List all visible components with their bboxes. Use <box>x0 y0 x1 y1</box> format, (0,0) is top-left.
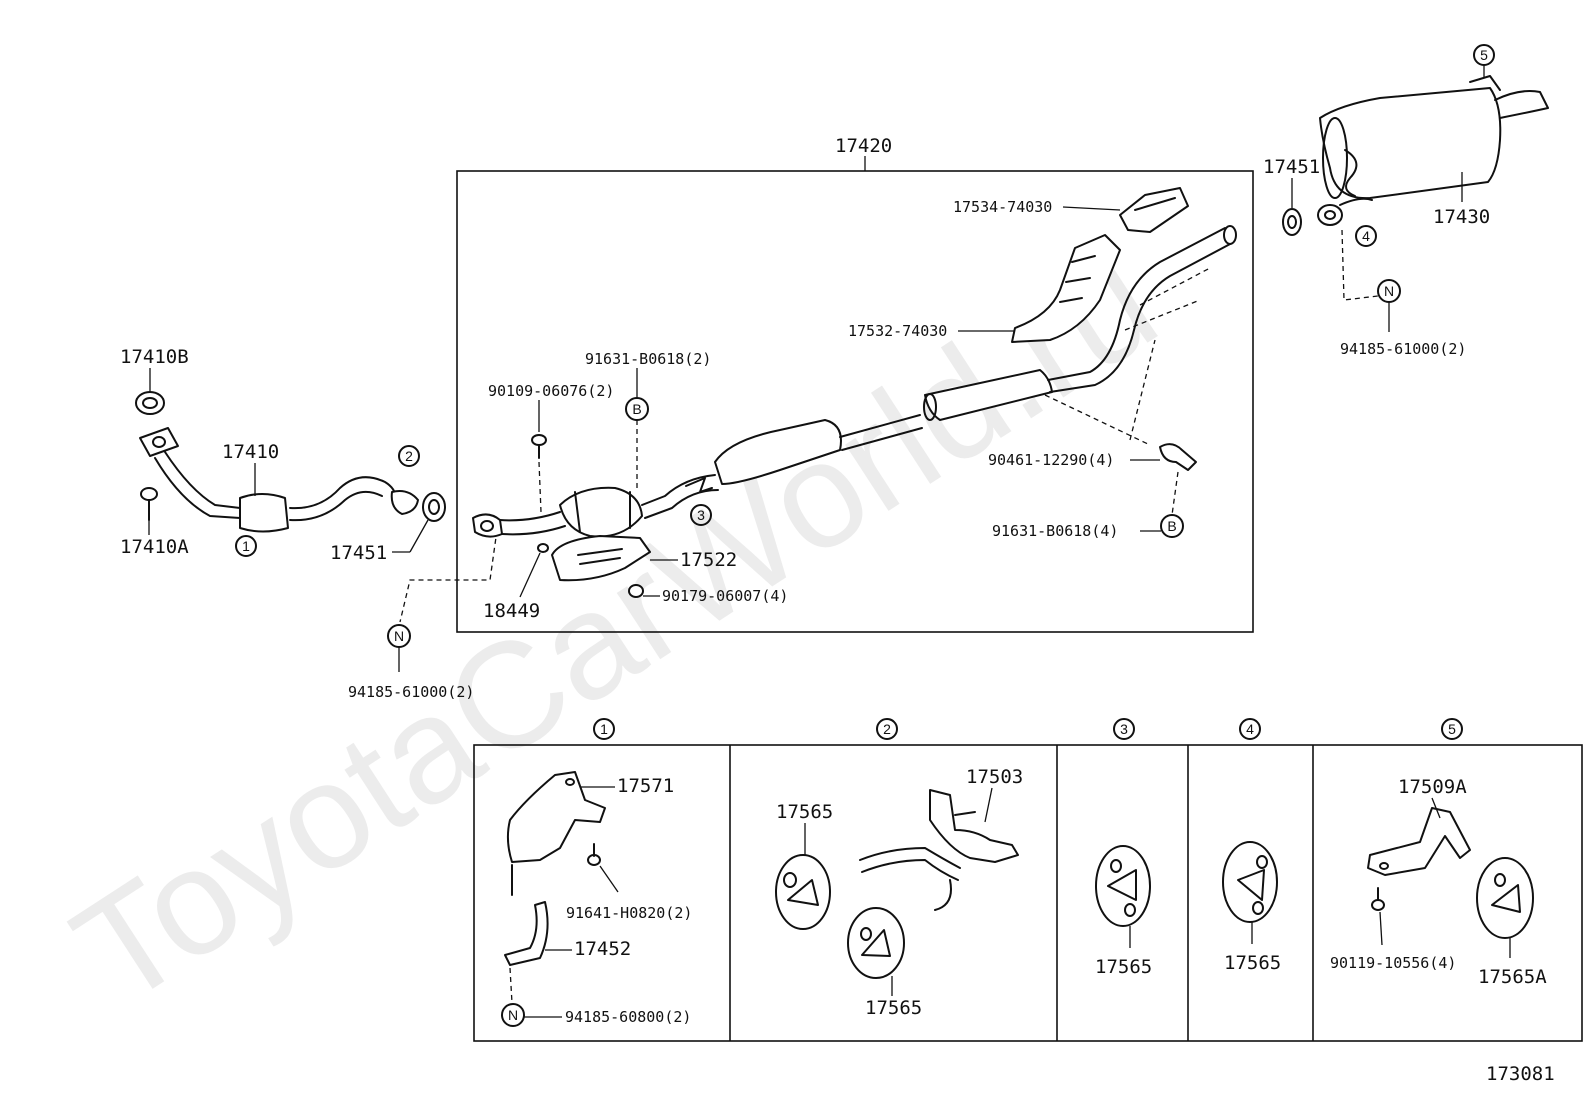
callout-17451-left[interactable]: 17451 <box>330 542 387 564</box>
hanger-17565a[interactable] <box>1476 857 1534 939</box>
hanger-17565-panel-4[interactable] <box>1222 841 1278 923</box>
hanger-bracket-17503[interactable] <box>859 789 1019 911</box>
svg-text:3: 3 <box>697 507 705 523</box>
panel-marker-3: 3 <box>1113 718 1135 740</box>
callout-91631-top[interactable]: 91631-B0618(2) <box>585 350 711 368</box>
svg-text:4: 4 <box>1246 721 1254 737</box>
detail-panels-frame <box>473 744 1583 1042</box>
bracket-17571[interactable] <box>506 771 606 896</box>
svg-text:B: B <box>632 401 641 417</box>
heat-insulator-17532[interactable] <box>1011 234 1121 343</box>
callout-94185-left[interactable]: 94185-61000(2) <box>348 683 474 701</box>
b-marker-top: B <box>625 397 649 421</box>
group-box-17420 <box>456 170 1254 633</box>
callout-17571[interactable]: 17571 <box>617 775 674 797</box>
marker-circle-2-front: 2 <box>398 445 420 467</box>
svg-text:N: N <box>394 628 404 644</box>
callout-94185-60800[interactable]: 94185-60800(2) <box>565 1008 691 1026</box>
svg-text:4: 4 <box>1362 228 1370 244</box>
callout-17410a[interactable]: 17410A <box>120 536 189 558</box>
b-marker-right: B <box>1160 514 1184 538</box>
svg-text:1: 1 <box>600 721 608 737</box>
diagram-number: 173081 <box>1486 1063 1555 1085</box>
callout-17420[interactable]: 17420 <box>835 135 892 157</box>
callout-91641[interactable]: 91641-H0820(2) <box>566 904 692 922</box>
svg-text:1: 1 <box>242 538 250 554</box>
marker-circle-5-top: 5 <box>1473 44 1495 66</box>
panel-marker-2: 2 <box>876 718 898 740</box>
callout-91631-right[interactable]: 91631-B0618(4) <box>992 522 1118 540</box>
callout-17565-b[interactable]: 17565 <box>865 997 922 1019</box>
callout-17565a[interactable]: 17565A <box>1478 966 1547 988</box>
callout-17532[interactable]: 17532-74030 <box>848 322 947 340</box>
marker-circle-4-top: 4 <box>1355 225 1377 247</box>
bolt-90119[interactable] <box>1371 887 1385 911</box>
gasket-17451-left[interactable] <box>422 492 446 522</box>
gasket-17451-right[interactable] <box>1282 208 1302 236</box>
marker-circle-3-center: 3 <box>690 504 712 526</box>
bracket-17509a[interactable] <box>1367 807 1471 876</box>
callout-17503[interactable]: 17503 <box>966 766 1023 788</box>
panel-marker-1: 1 <box>593 718 615 740</box>
hanger-17565-b[interactable] <box>847 907 905 979</box>
callout-18449[interactable]: 18449 <box>483 600 540 622</box>
callout-94185-right[interactable]: 94185-61000(2) <box>1340 340 1466 358</box>
heat-insulator-17534[interactable] <box>1119 187 1189 233</box>
callout-17430[interactable]: 17430 <box>1433 206 1490 228</box>
heat-insulator-17522[interactable] <box>537 535 651 582</box>
callout-90461[interactable]: 90461-12290(4) <box>988 451 1114 469</box>
hanger-17565-panel-3[interactable] <box>1095 845 1151 927</box>
n-marker-panel-1: N <box>501 1003 525 1027</box>
callout-17509a[interactable]: 17509A <box>1398 776 1467 798</box>
callout-90109[interactable]: 90109-06076(2) <box>488 382 614 400</box>
bolt-91641[interactable] <box>587 843 601 866</box>
hanger-17565-a[interactable] <box>775 854 831 930</box>
center-pipe-17420[interactable] <box>472 225 1237 538</box>
svg-text:5: 5 <box>1448 721 1456 737</box>
callout-17565-panel-4[interactable]: 17565 <box>1224 952 1281 974</box>
callout-17534[interactable]: 17534-74030 <box>953 198 1052 216</box>
callout-17451-right[interactable]: 17451 <box>1263 156 1320 178</box>
marker-circle-1-front: 1 <box>235 535 257 557</box>
n-marker-right: N <box>1377 279 1401 303</box>
callout-17565-panel-3[interactable]: 17565 <box>1095 956 1152 978</box>
panel-marker-4: 4 <box>1239 718 1261 740</box>
svg-text:5: 5 <box>1480 47 1488 63</box>
svg-text:2: 2 <box>405 448 413 464</box>
bolt-90109[interactable] <box>531 434 547 459</box>
callout-90119[interactable]: 90119-10556(4) <box>1330 954 1456 972</box>
callout-17410[interactable]: 17410 <box>222 441 279 463</box>
n-marker-left: N <box>387 624 411 648</box>
svg-text:B: B <box>1167 518 1176 534</box>
bracket-17452[interactable] <box>504 901 549 966</box>
callout-17410b[interactable]: 17410B <box>120 346 189 368</box>
clamp-90461[interactable] <box>1159 443 1197 471</box>
nut-90179[interactable] <box>628 584 644 598</box>
tail-muffler-17430[interactable] <box>1317 75 1549 226</box>
svg-text:N: N <box>508 1007 518 1023</box>
callout-17452[interactable]: 17452 <box>574 938 631 960</box>
svg-text:N: N <box>1384 283 1394 299</box>
callout-17522[interactable]: 17522 <box>680 549 737 571</box>
svg-text:2: 2 <box>883 721 891 737</box>
svg-text:3: 3 <box>1120 721 1128 737</box>
panel-marker-5: 5 <box>1441 718 1463 740</box>
callout-17565-a[interactable]: 17565 <box>776 801 833 823</box>
callout-90179[interactable]: 90179-06007(4) <box>662 587 788 605</box>
